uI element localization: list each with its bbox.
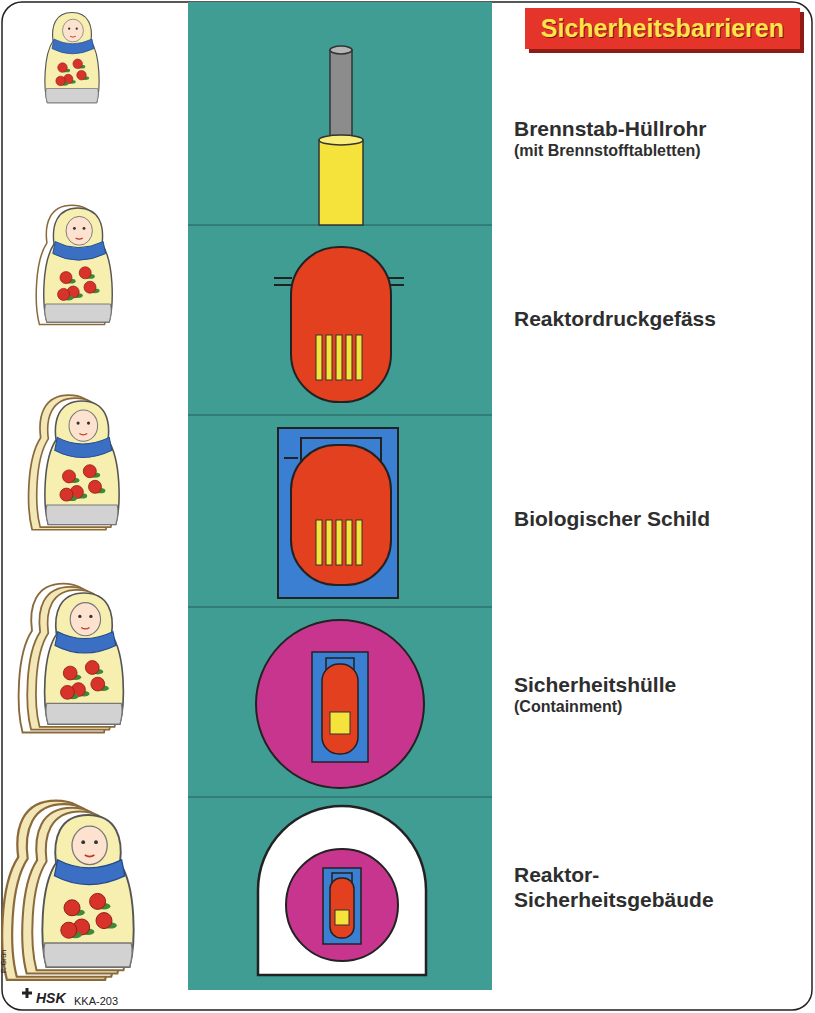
matryoshka [29, 395, 119, 530]
doll-base [46, 505, 118, 525]
barrier-note: (Containment) [514, 697, 809, 716]
doll-flower [89, 480, 102, 493]
doll-eye [76, 28, 78, 30]
doll-flower [60, 272, 72, 284]
doll-flower [77, 70, 87, 80]
doll-flower [96, 913, 112, 929]
doll-eye [87, 422, 90, 425]
doll-flower [85, 661, 99, 675]
panel-separators [188, 225, 492, 797]
doll-body [42, 815, 133, 967]
doll-mouth [76, 238, 83, 239]
doll-body [45, 401, 119, 525]
doll-base [46, 89, 99, 103]
matryoshka [45, 12, 99, 102]
doll-body [45, 593, 124, 724]
doll-eye [94, 840, 98, 844]
barrier-name: Reaktordruckgefäss [514, 306, 809, 331]
containment [256, 620, 424, 788]
fuel-rod [319, 46, 363, 225]
matryoshka [19, 584, 124, 733]
doll-mouth [79, 434, 87, 435]
doll-flower [73, 59, 83, 69]
title-banner: Sicherheitsbarrieren [525, 8, 800, 49]
document-number: KKA-203 [74, 995, 118, 1007]
barrier-row: Reaktor- Sicherheitsgebäude [514, 862, 744, 912]
doll-flower [61, 922, 77, 938]
doll-eye [77, 422, 80, 425]
logo-text: HSK [36, 990, 66, 1006]
author-credit: P. Grün [0, 950, 7, 973]
doll-face [70, 603, 100, 636]
doll-flower [58, 288, 70, 300]
doll-mouth [85, 855, 95, 857]
doll-base [46, 703, 122, 724]
doll-flower [60, 488, 73, 501]
doll-mouth [81, 628, 89, 629]
barrier-name: Brennstab-Hüllrohr [514, 116, 809, 141]
doll-face [63, 19, 84, 42]
barrier-row: Brennstab-Hüllrohr(mit Brennstofftablett… [514, 116, 809, 160]
biological-shield [278, 428, 398, 598]
doll-eye [81, 840, 85, 844]
doll-flower [56, 76, 66, 86]
doll-eye [73, 227, 76, 230]
matryoshka [2, 801, 133, 980]
barrier-note: (mit Brennstofftabletten) [514, 141, 809, 160]
doll-flower [58, 63, 68, 73]
barrier-row: Reaktordruckgefäss [514, 306, 809, 331]
barrier-row: Biologischer Schild [514, 506, 809, 531]
doll-mouth [70, 36, 76, 38]
doll-body [44, 208, 112, 322]
logo-mark [22, 988, 32, 998]
doll-eye [89, 615, 92, 618]
panel-column [188, 2, 492, 990]
doll-face [69, 410, 98, 441]
doll-flower [83, 465, 96, 478]
doll-flower [63, 470, 76, 483]
doll-eye [68, 28, 70, 30]
doll-flower [63, 666, 77, 680]
doll-base [45, 304, 111, 322]
barrier-name: Sicherheitshülle [514, 672, 809, 697]
doll-body [45, 12, 99, 102]
doll-flower [84, 281, 96, 293]
doll-flower [64, 900, 80, 916]
doll-flower [79, 267, 91, 279]
doll-flower [91, 677, 105, 691]
doll-face [72, 826, 107, 864]
reactor-building [258, 806, 426, 975]
doll-base [44, 943, 133, 967]
barrier-name: Reaktor- Sicherheitsgebäude [514, 862, 744, 912]
doll-flower [61, 685, 75, 699]
matryoshka-dolls [2, 12, 133, 979]
barrier-name: Biologischer Schild [514, 506, 809, 531]
doll-flower [90, 893, 106, 909]
doll-eye [83, 227, 86, 230]
doll-eye [78, 615, 81, 618]
matryoshka [36, 205, 112, 324]
barrier-row: Sicherheitshülle(Containment) [514, 672, 809, 716]
doll-face [66, 216, 92, 245]
reactor-pressure-vessel [274, 247, 404, 402]
